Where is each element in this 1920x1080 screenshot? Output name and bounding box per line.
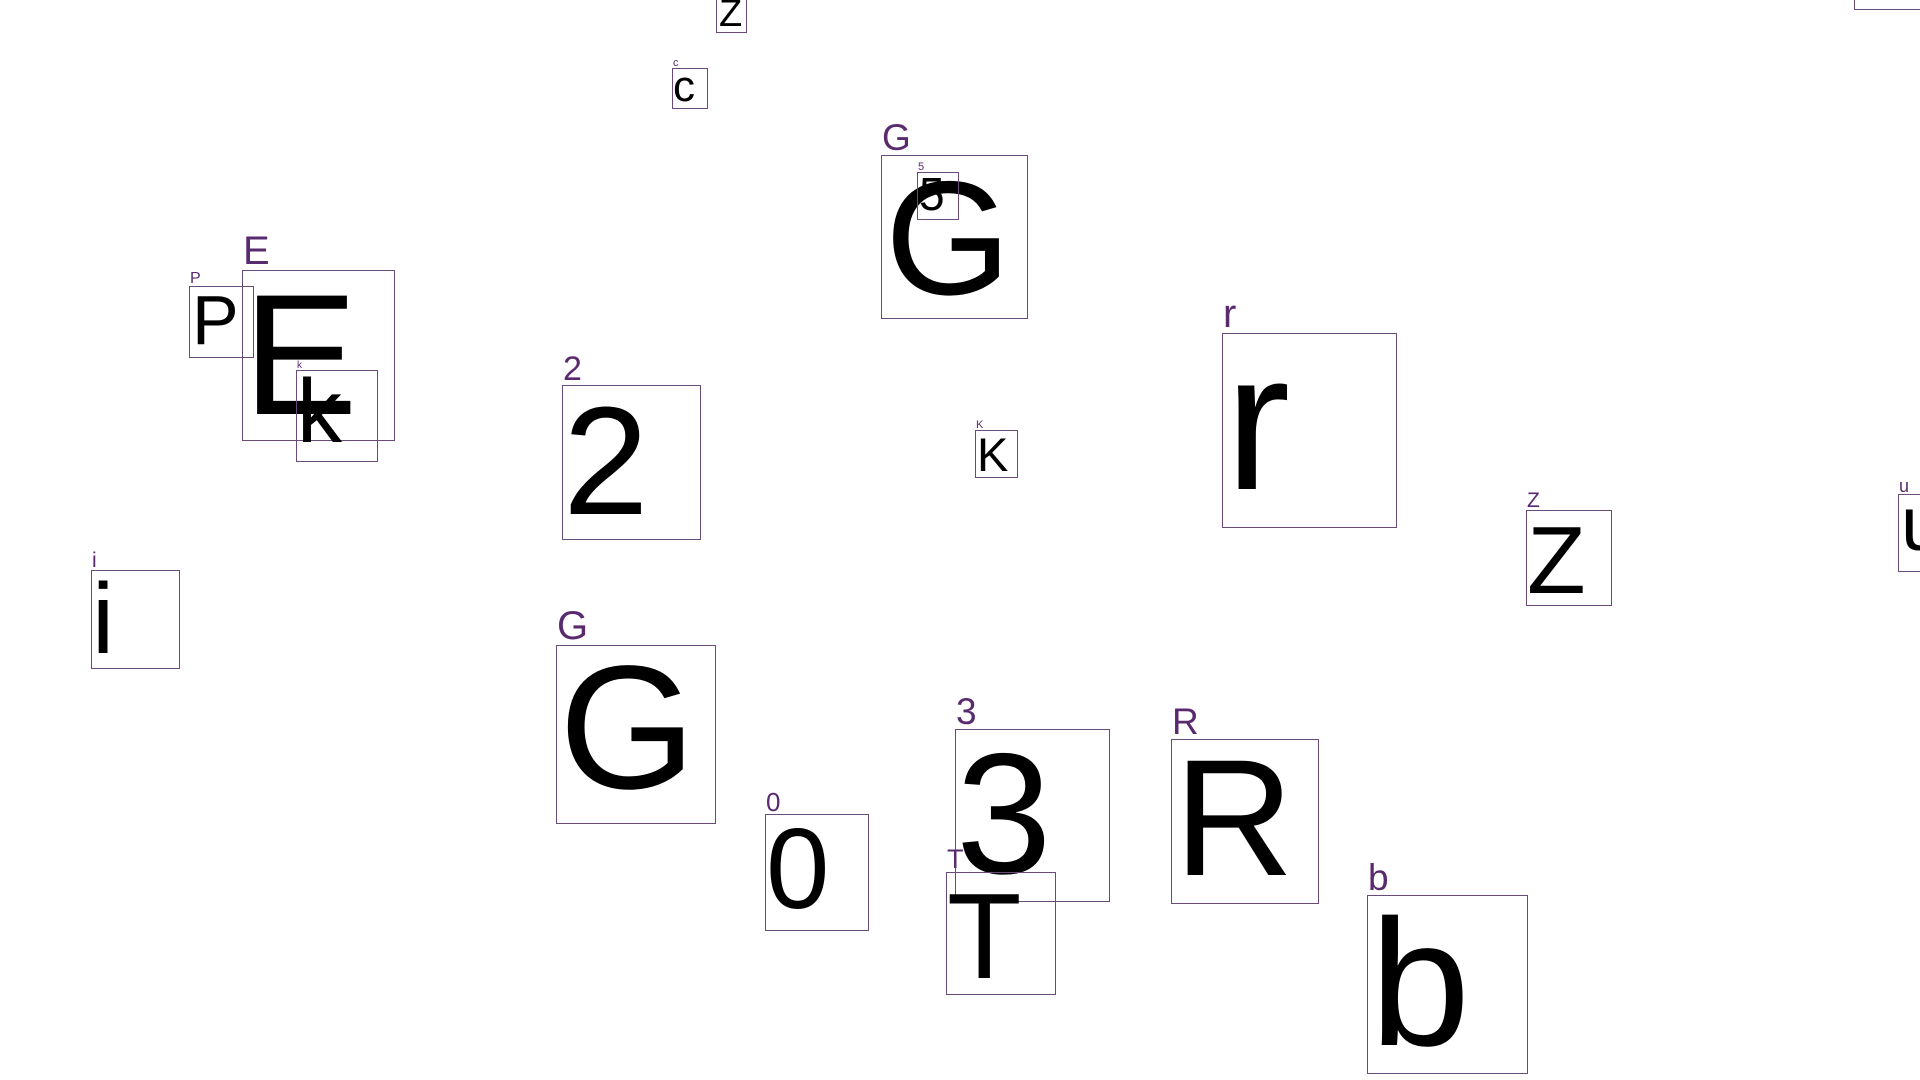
- glyph-tag: 5: [918, 161, 925, 173]
- glyph-box-c: c c: [672, 58, 708, 111]
- glyph-tag: R: [1172, 701, 1199, 742]
- glyph-box-g-lower: G G: [556, 606, 716, 824]
- glyph-box-t: T T: [946, 846, 1056, 1004]
- glyph-char: c: [673, 62, 695, 111]
- glyph-tag: P: [190, 270, 201, 287]
- glyph-tag: 3: [956, 691, 977, 732]
- glyph-tag: G: [882, 117, 911, 158]
- glyph-tag: T: [947, 844, 964, 874]
- glyph-tag: c: [673, 57, 679, 69]
- glyph-tag: E: [243, 229, 270, 273]
- glyph-box-edge-fragment: [1854, 0, 1920, 10]
- glyph-tag: i: [92, 549, 97, 572]
- glyph-tag: 2: [563, 350, 582, 388]
- glyph-box-k-small: k k: [296, 361, 378, 462]
- glyph-box-3: 3 3: [955, 693, 1110, 910]
- glyph-char: G: [559, 630, 696, 826]
- glyph-box-r-upper: R R: [1171, 703, 1319, 911]
- glyph-tag: K: [976, 419, 984, 431]
- glyph-char: E: [243, 259, 358, 451]
- glyph-char: 3: [956, 718, 1052, 910]
- glyph-tag: G: [557, 604, 589, 648]
- glyph-char: P: [192, 281, 239, 359]
- glyph-char: u: [1901, 487, 1920, 563]
- glyph-tag: k: [297, 360, 302, 371]
- glyph-tag: u: [1899, 476, 1910, 496]
- glyph-char: 0: [766, 806, 830, 933]
- glyph-box-z-top: Z: [716, 0, 747, 33]
- glyph-box-e: E E: [242, 231, 395, 451]
- glyph-box-2: 2 2: [562, 352, 701, 547]
- glyph-box-5: 5 5: [917, 162, 959, 220]
- glyph-char: T: [947, 868, 1022, 1004]
- glyph-box-r-lower: r r: [1222, 294, 1397, 528]
- glyph-char: R: [1174, 726, 1294, 911]
- glyph-char: 2: [563, 375, 649, 547]
- glyph-tag: r: [1223, 292, 1237, 336]
- glyph-box-z-right: Z Z: [1526, 490, 1612, 614]
- glyph-char: Z: [1527, 507, 1586, 614]
- glyph-char: G: [885, 148, 1012, 329]
- glyph-char: 5: [919, 168, 945, 220]
- glyph-char: r: [1225, 312, 1291, 531]
- glyph-box-b: b b: [1367, 859, 1528, 1080]
- glyph-box-0: 0 0: [765, 789, 869, 933]
- glyph-box-i: i i: [91, 550, 180, 675]
- glyph-box-g-large: G G: [881, 119, 1028, 329]
- glyph-char: Z: [719, 0, 743, 35]
- glyph-char: i: [92, 563, 115, 675]
- glyph-tag: Z: [1527, 489, 1540, 512]
- glyph-box-u: u u: [1898, 477, 1920, 572]
- glyph-tag: b: [1368, 857, 1389, 898]
- glyph-char: b: [1370, 883, 1471, 1080]
- glyph-box-p: P P: [189, 271, 254, 359]
- glyph-tag: 0: [766, 787, 781, 817]
- glyph-char: K: [977, 428, 1009, 481]
- glyph-box-k-upper: K K: [975, 420, 1018, 481]
- glyph-char: k: [297, 362, 342, 462]
